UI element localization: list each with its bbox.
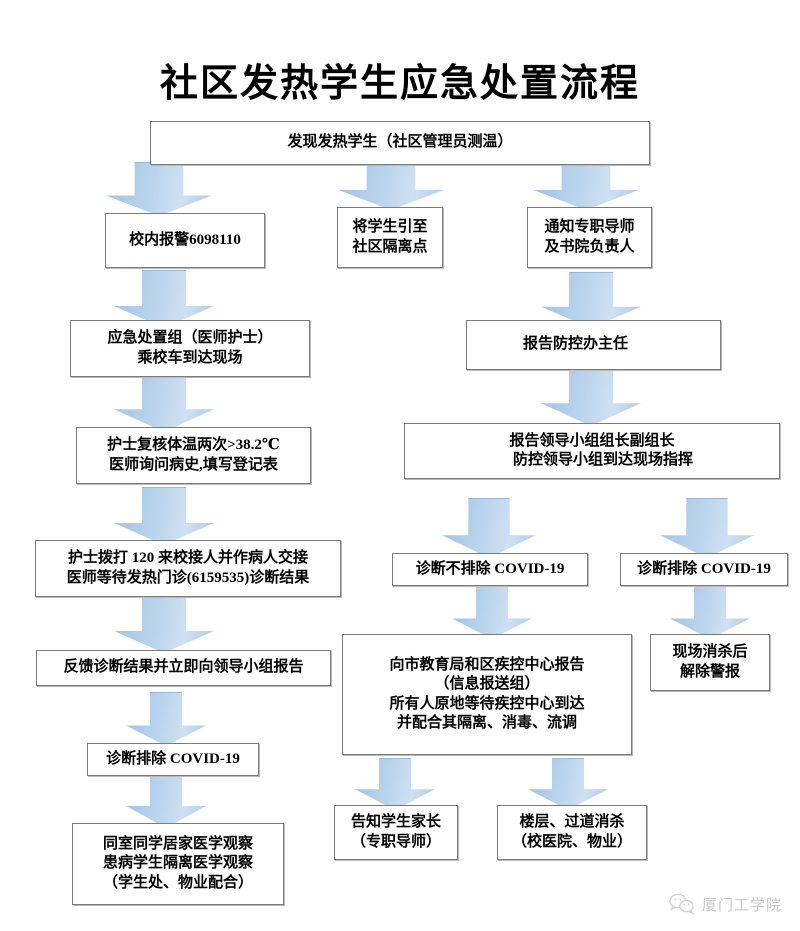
node-call-120-line-1: 护士拨打 120 来校接人并作病人交接 [67,550,308,567]
node-guide-student[interactable]: 将学生引至 社区隔离点 [337,207,443,268]
node-start-line-1: 发现发热学生（社区管理员测温） [287,134,513,151]
node-inform-parents-line-1: 告知学生家长 [350,814,441,831]
arrow-report-bureau-to-inform-parents [355,758,435,810]
node-home-observation-line-2: 患病学生隔离医学观察 [102,855,253,872]
node-floor-disinfect-line-2: （校医院、物业） [511,833,632,850]
node-report-bureau-line-3: 所有人原地等待疾控中心到达 [389,695,585,712]
arrow-call-120-to-feedback [114,595,214,653]
node-guide-student-line-1: 将学生引至 [352,219,428,236]
arrow-report-bureau-to-floor-disinfect [528,758,608,810]
arrow-start-to-notify-tutor [533,162,639,210]
watermark-label: 厦门工学院 [701,896,782,914]
arrow-start-to-guide-student [338,162,444,210]
node-feedback-line-1: 反馈诊断结果并立即向领导小组报告 [63,659,304,676]
node-notify-tutor-line-2: 及书院负责人 [544,238,635,255]
node-report-bureau[interactable]: 向市教育局和区疾控中心报告 （信息报送组） 所有人原地等待疾控中心到达 并配合其… [342,634,632,755]
node-notify-tutor-line-1: 通知专职导师 [544,219,635,236]
node-report-office-line-1: 报告防控办主任 [523,336,629,353]
arrow-report-leaders-to-dx-not-excluded [442,498,536,558]
arrow-dx-excluded-right-to-disinfect-clear [670,585,750,639]
node-notify-tutor[interactable]: 通知专职导师 及书院负责人 [527,207,652,268]
node-dx-excluded-right-line-1: 诊断排除 COVID-19 [637,560,771,577]
node-floor-disinfect[interactable]: 楼层、过道消杀 （校医院、物业） [497,805,647,860]
arrow-feedback-to-dx-excluded-left [126,692,206,746]
node-home-observation-line-1: 同室同学居家医学观察 [102,836,253,853]
node-dx-excluded-left[interactable]: 诊断排除 COVID-19 [87,743,259,776]
node-home-observation-line-3: （学生处、物业配合） [102,874,253,891]
node-report-bureau-line-4: 并配合其隔离、消毒、流调 [396,714,577,731]
node-report-bureau-line-2: （信息报送组） [434,676,540,693]
node-disinfect-clear[interactable]: 现场消杀后 解除警报 [650,634,770,691]
node-emergency-team-line-1: 应急处置组（医师护士） [107,330,273,347]
node-disinfect-clear-line-1: 现场消杀后 [672,644,748,661]
node-guide-student-line-2: 社区隔离点 [352,238,428,255]
node-recheck-temp[interactable]: 护士复核体温两次>38.2℃ 医师询问病史,填写登记表 [76,427,311,484]
watermark: 厦门工学院 [669,893,782,915]
node-report-leaders[interactable]: 报告领导小组组长副组长 防控领导小组到达现场指挥 [404,423,780,479]
arrow-report-office-to-report-leaders [541,366,641,426]
node-report-leaders-line-2: 防控领导小组到达现场指挥 [512,452,693,468]
node-floor-disinfect-line-1: 楼层、过道消杀 [519,814,625,831]
node-report-bureau-line-1: 向市教育局和区疾控中心报告 [389,657,585,674]
node-inform-parents[interactable]: 告知学生家长 （专职导师） [334,805,458,860]
node-dx-not-excluded[interactable]: 诊断不排除 COVID-19 [392,553,588,586]
node-alarm[interactable]: 校内报警6098110 [105,213,265,268]
node-home-observation[interactable]: 同室同学居家医学观察 患病学生隔离医学观察 （学生处、物业配合） [72,823,284,905]
node-report-leaders-line-1: 报告领导小组组长副组长 [509,432,675,449]
node-inform-parents-line-2: （专职导师） [350,833,441,850]
node-recheck-temp-line-1: 护士复核体温两次>38.2℃ [107,437,280,454]
arrow-recheck-temp-to-call-120 [114,487,214,545]
node-feedback[interactable]: 反馈诊断结果并立即向领导小组报告 [36,650,331,686]
node-report-office[interactable]: 报告防控办主任 [466,320,721,370]
node-call-120[interactable]: 护士拨打 120 来校接人并作病人交接 医师等待发热门诊(6159535)诊断结… [35,540,341,597]
wechat-icon [669,893,695,915]
node-dx-excluded-right[interactable]: 诊断排除 COVID-19 [620,553,788,586]
node-call-120-line-2: 医师等待发热门诊(6159535)诊断结果 [66,569,310,586]
arrow-emergency-team-to-recheck-temp [114,372,214,432]
node-dx-not-excluded-line-1: 诊断不排除 COVID-19 [415,560,565,577]
node-recheck-temp-line-2: 医师询问病史,填写登记表 [109,456,278,473]
arrow-start-to-alarm [106,162,212,216]
node-alarm-line-1: 校内报警6098110 [129,231,241,248]
node-dx-excluded-left-line-1: 诊断排除 COVID-19 [106,750,240,767]
node-emergency-team[interactable]: 应急处置组（医师护士） 乘校车到达现场 [70,320,310,377]
node-disinfect-clear-line-2: 解除警报 [679,663,740,680]
arrow-dx-excluded-left-to-home-observation [126,770,206,828]
arrow-dx-not-excluded-to-report-bureau [452,585,532,639]
node-start[interactable]: 发现发热学生（社区管理员测温） [150,121,650,165]
arrow-report-leaders-to-dx-excluded-right [660,498,754,558]
node-emergency-team-line-2: 乘校车到达现场 [137,349,243,366]
page-title: 社区发热学生应急处置流程 [159,63,640,105]
